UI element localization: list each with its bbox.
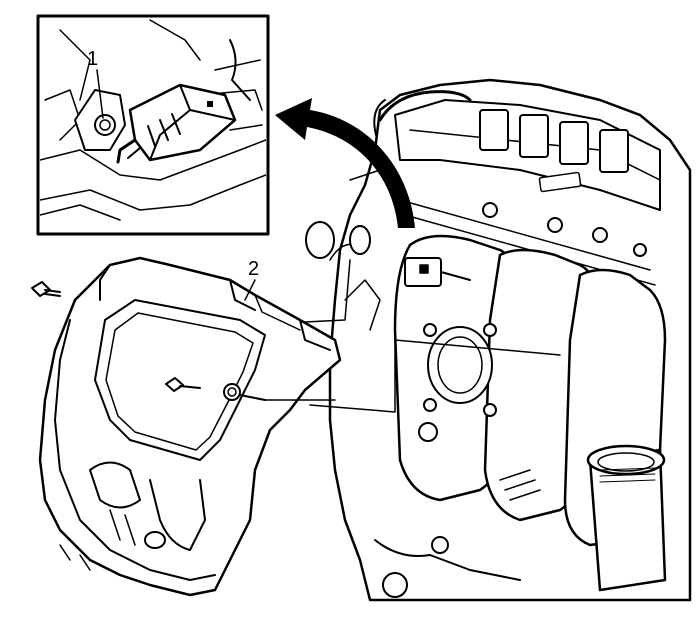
leader-lines	[264, 259, 561, 413]
engine-assembly	[305, 78, 692, 602]
heat-shield-bolt-left	[31, 281, 61, 297]
heat-shield-bolt-center	[165, 377, 201, 392]
callout-2-label: 2	[248, 258, 259, 280]
sensor-connector	[404, 257, 471, 287]
ignition-coils	[479, 109, 629, 193]
callout-1-label: 1	[87, 48, 98, 70]
converter-outlet	[586, 444, 667, 592]
callout-1-leader	[96, 69, 104, 119]
detail-inset	[36, 14, 270, 236]
callout-2-leader	[244, 279, 256, 301]
heat-shield	[38, 256, 342, 597]
valve-cover-bolts	[482, 202, 647, 257]
view-arrow	[275, 98, 415, 228]
